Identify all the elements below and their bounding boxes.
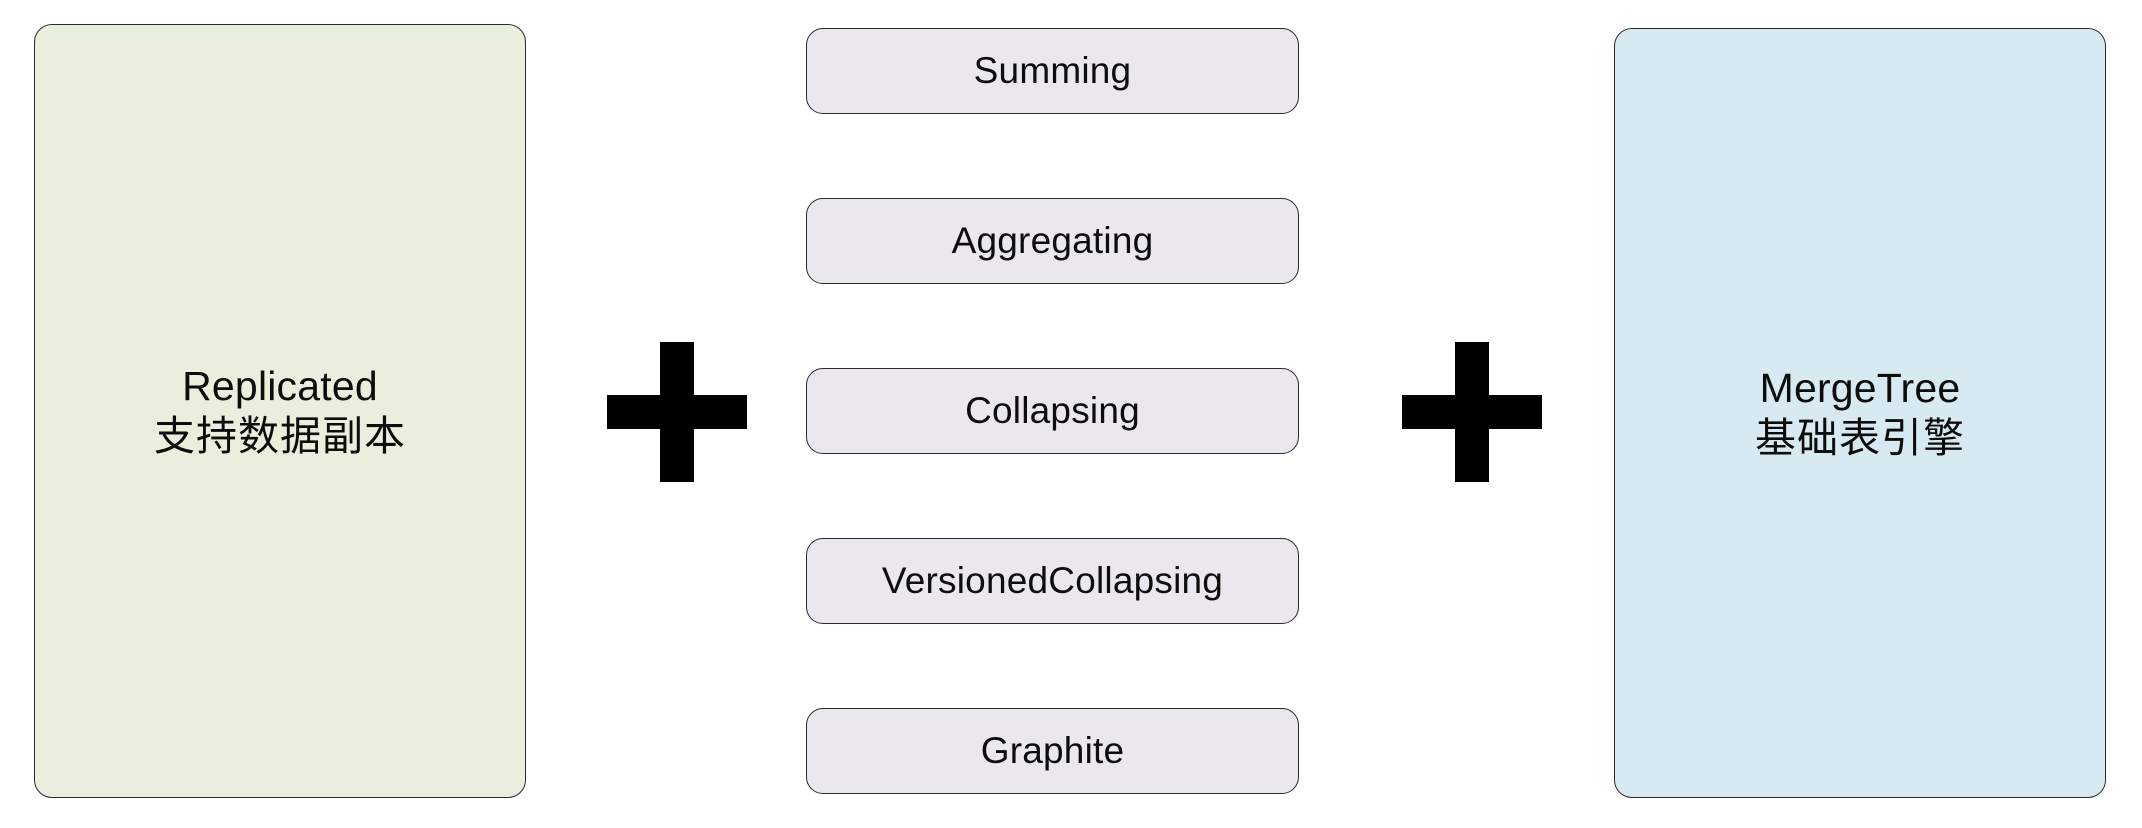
plus-operator-left-icon	[607, 342, 747, 482]
replicated-engine-panel: Replicated 支持数据副本	[34, 24, 526, 798]
mergetree-panel-title: MergeTree	[1759, 364, 1961, 411]
engine-variant-list: Summing Aggregating Collapsing Versioned…	[806, 28, 1299, 798]
engine-variant-label: Graphite	[980, 730, 1125, 771]
engine-variant-collapsing[interactable]: Collapsing	[806, 368, 1299, 454]
plus-vertical-bar	[660, 342, 694, 482]
engine-variant-label: Aggregating	[951, 220, 1154, 261]
engine-variant-label: VersionedCollapsing	[881, 560, 1224, 601]
engine-variant-label: Collapsing	[965, 390, 1140, 431]
replicated-panel-subtitle: 支持数据副本	[154, 413, 406, 459]
mergetree-engine-panel: MergeTree 基础表引擎	[1614, 28, 2106, 798]
mergetree-panel-subtitle: 基础表引擎	[1755, 415, 1965, 461]
engine-variant-graphite[interactable]: Graphite	[806, 708, 1299, 794]
engine-variant-label: Summing	[973, 50, 1132, 91]
engine-variant-aggregating[interactable]: Aggregating	[806, 198, 1299, 284]
replicated-panel-title: Replicated	[182, 362, 378, 409]
plus-vertical-bar	[1455, 342, 1489, 482]
plus-operator-right-icon	[1402, 342, 1542, 482]
engine-variant-versionedcollapsing[interactable]: VersionedCollapsing	[806, 538, 1299, 624]
engine-variant-summing[interactable]: Summing	[806, 28, 1299, 114]
